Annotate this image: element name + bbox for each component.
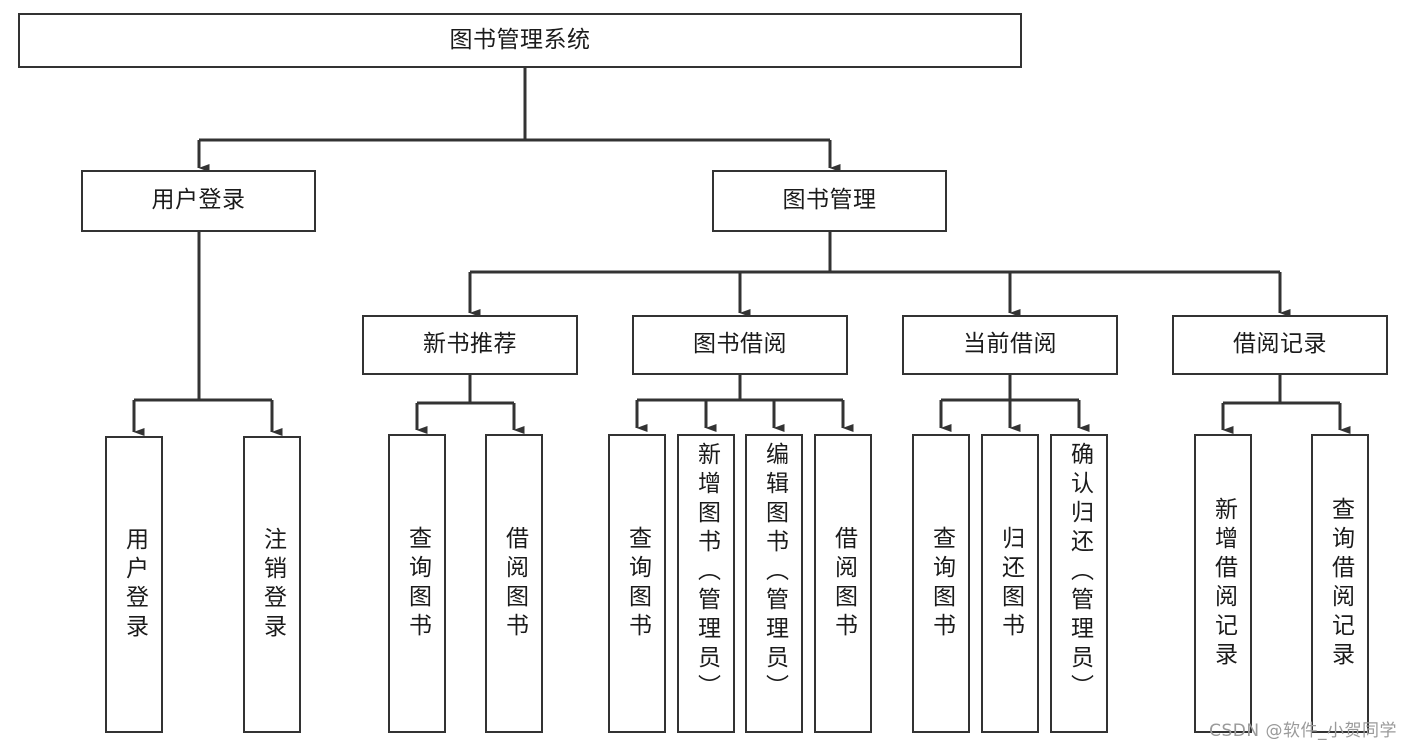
leaf-newbook-query-book[interactable]: 查询图书 (388, 434, 446, 733)
node-label: 确认归还（管理员） (1066, 442, 1093, 703)
leaf-bookborrow-query-book[interactable]: 查询图书 (608, 434, 666, 733)
node-label: 注销登录 (259, 526, 286, 643)
node-user-login[interactable]: 用户登录 (81, 170, 316, 232)
node-label: 查询图书 (404, 525, 431, 642)
leaf-currentborrow-confirm-return-admin[interactable]: 确认归还（管理员） (1050, 434, 1108, 733)
node-new-book-recommendation[interactable]: 新书推荐 (362, 315, 578, 375)
node-label: 用户登录 (151, 187, 246, 214)
node-label: 图书管理 (782, 187, 877, 214)
node-label: 查询借阅记录 (1327, 496, 1354, 671)
leaf-bookborrow-add-book-admin[interactable]: 新增图书（管理员） (677, 434, 735, 733)
node-label: 借阅记录 (1233, 331, 1327, 358)
leaf-newbook-borrow-book[interactable]: 借阅图书 (485, 434, 543, 733)
node-label: 当前借阅 (963, 331, 1057, 358)
node-label: 图书借阅 (693, 331, 787, 358)
node-label: 新增借阅记录 (1210, 496, 1237, 671)
node-root-book-management-system[interactable]: 图书管理系统 (18, 13, 1022, 68)
node-label: 用户登录 (121, 526, 148, 643)
node-label: 图书管理系统 (449, 26, 591, 53)
node-label: 借阅图书 (501, 525, 528, 642)
node-label: 新书推荐 (423, 331, 517, 358)
node-label: 新增图书（管理员） (693, 442, 720, 703)
leaf-borrowrecord-query-record[interactable]: 查询借阅记录 (1311, 434, 1369, 733)
node-current-borrowing[interactable]: 当前借阅 (902, 315, 1118, 375)
leaf-borrowrecord-add-record[interactable]: 新增借阅记录 (1194, 434, 1252, 733)
node-book-borrowing[interactable]: 图书借阅 (632, 315, 848, 375)
node-book-management[interactable]: 图书管理 (712, 170, 947, 232)
leaf-bookborrow-borrow-book[interactable]: 借阅图书 (814, 434, 872, 733)
node-label: 查询图书 (928, 525, 955, 642)
leaf-user-login-sign-in[interactable]: 用户登录 (105, 436, 163, 733)
node-borrowing-record[interactable]: 借阅记录 (1172, 315, 1388, 375)
leaf-currentborrow-query-book[interactable]: 查询图书 (912, 434, 970, 733)
leaf-user-login-sign-out[interactable]: 注销登录 (243, 436, 301, 733)
leaf-currentborrow-return-book[interactable]: 归还图书 (981, 434, 1039, 733)
leaf-bookborrow-edit-book-admin[interactable]: 编辑图书（管理员） (745, 434, 803, 733)
node-label: 查询图书 (624, 525, 651, 642)
node-label: 借阅图书 (830, 525, 857, 642)
node-label: 编辑图书（管理员） (761, 442, 788, 703)
csdn-watermark: CSDN @软件_小贺同学 (1209, 721, 1397, 741)
node-label: 归还图书 (997, 525, 1024, 642)
